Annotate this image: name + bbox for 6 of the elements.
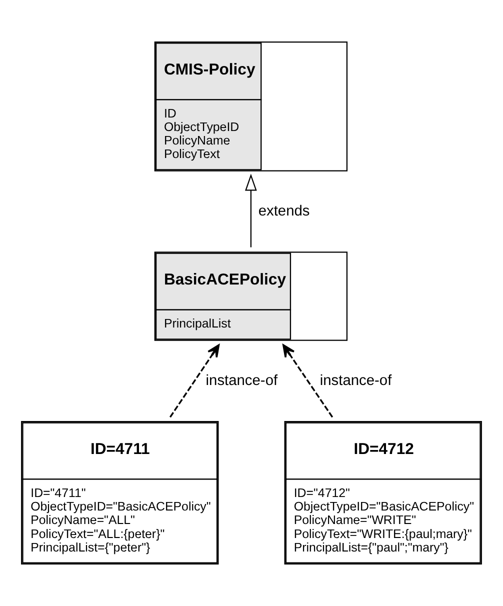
arrow — [282, 344, 334, 418]
edge-label: extends — [258, 203, 310, 220]
arrow — [169, 344, 220, 418]
edge-label: instance-of — [320, 372, 392, 389]
arrow — [245, 174, 257, 248]
edge-label: instance-of — [206, 372, 278, 389]
